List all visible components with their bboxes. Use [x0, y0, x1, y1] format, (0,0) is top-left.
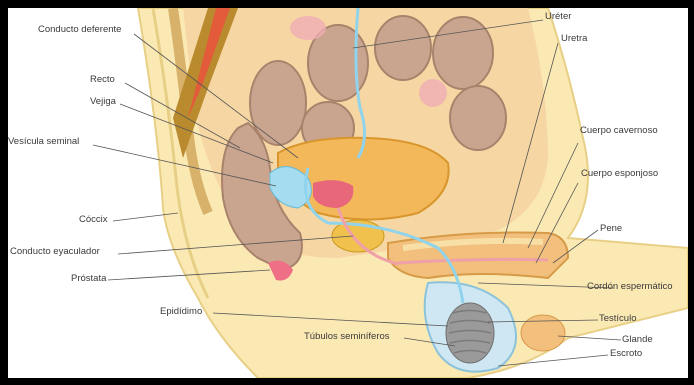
label-recto: Recto	[90, 74, 115, 85]
label-epididimo: Epidídimo	[160, 306, 202, 317]
label-vejiga: Vejiga	[90, 96, 116, 107]
label-cordon-espermatico: Cordón espermático	[587, 281, 673, 292]
anatomy-illustration	[8, 8, 688, 378]
label-uretra: Uretra	[561, 33, 587, 44]
label-testiculo: Testículo	[599, 313, 637, 324]
label-glande: Glande	[622, 334, 653, 345]
label-coccix: Cóccix	[79, 214, 108, 225]
label-cuerpo-cavernoso: Cuerpo cavernoso	[580, 125, 658, 136]
diagram-panel: Uréter Uretra Conducto deferente Recto V…	[8, 8, 688, 378]
label-conducto-eyaculador: Conducto eyaculador	[10, 246, 100, 257]
label-prostata: Próstata	[71, 273, 106, 284]
label-escroto: Escroto	[610, 348, 642, 359]
label-vesicula-seminal: Vesícula seminal	[8, 136, 79, 147]
label-cuerpo-esponjoso: Cuerpo esponjoso	[581, 168, 658, 179]
label-tubulos-seminiferos: Túbulos seminíferos	[304, 331, 390, 342]
label-conducto-deferente: Conducto deferente	[38, 24, 121, 35]
label-pene: Pene	[600, 223, 622, 234]
testis	[446, 303, 494, 363]
label-ureter: Uréter	[545, 11, 571, 22]
